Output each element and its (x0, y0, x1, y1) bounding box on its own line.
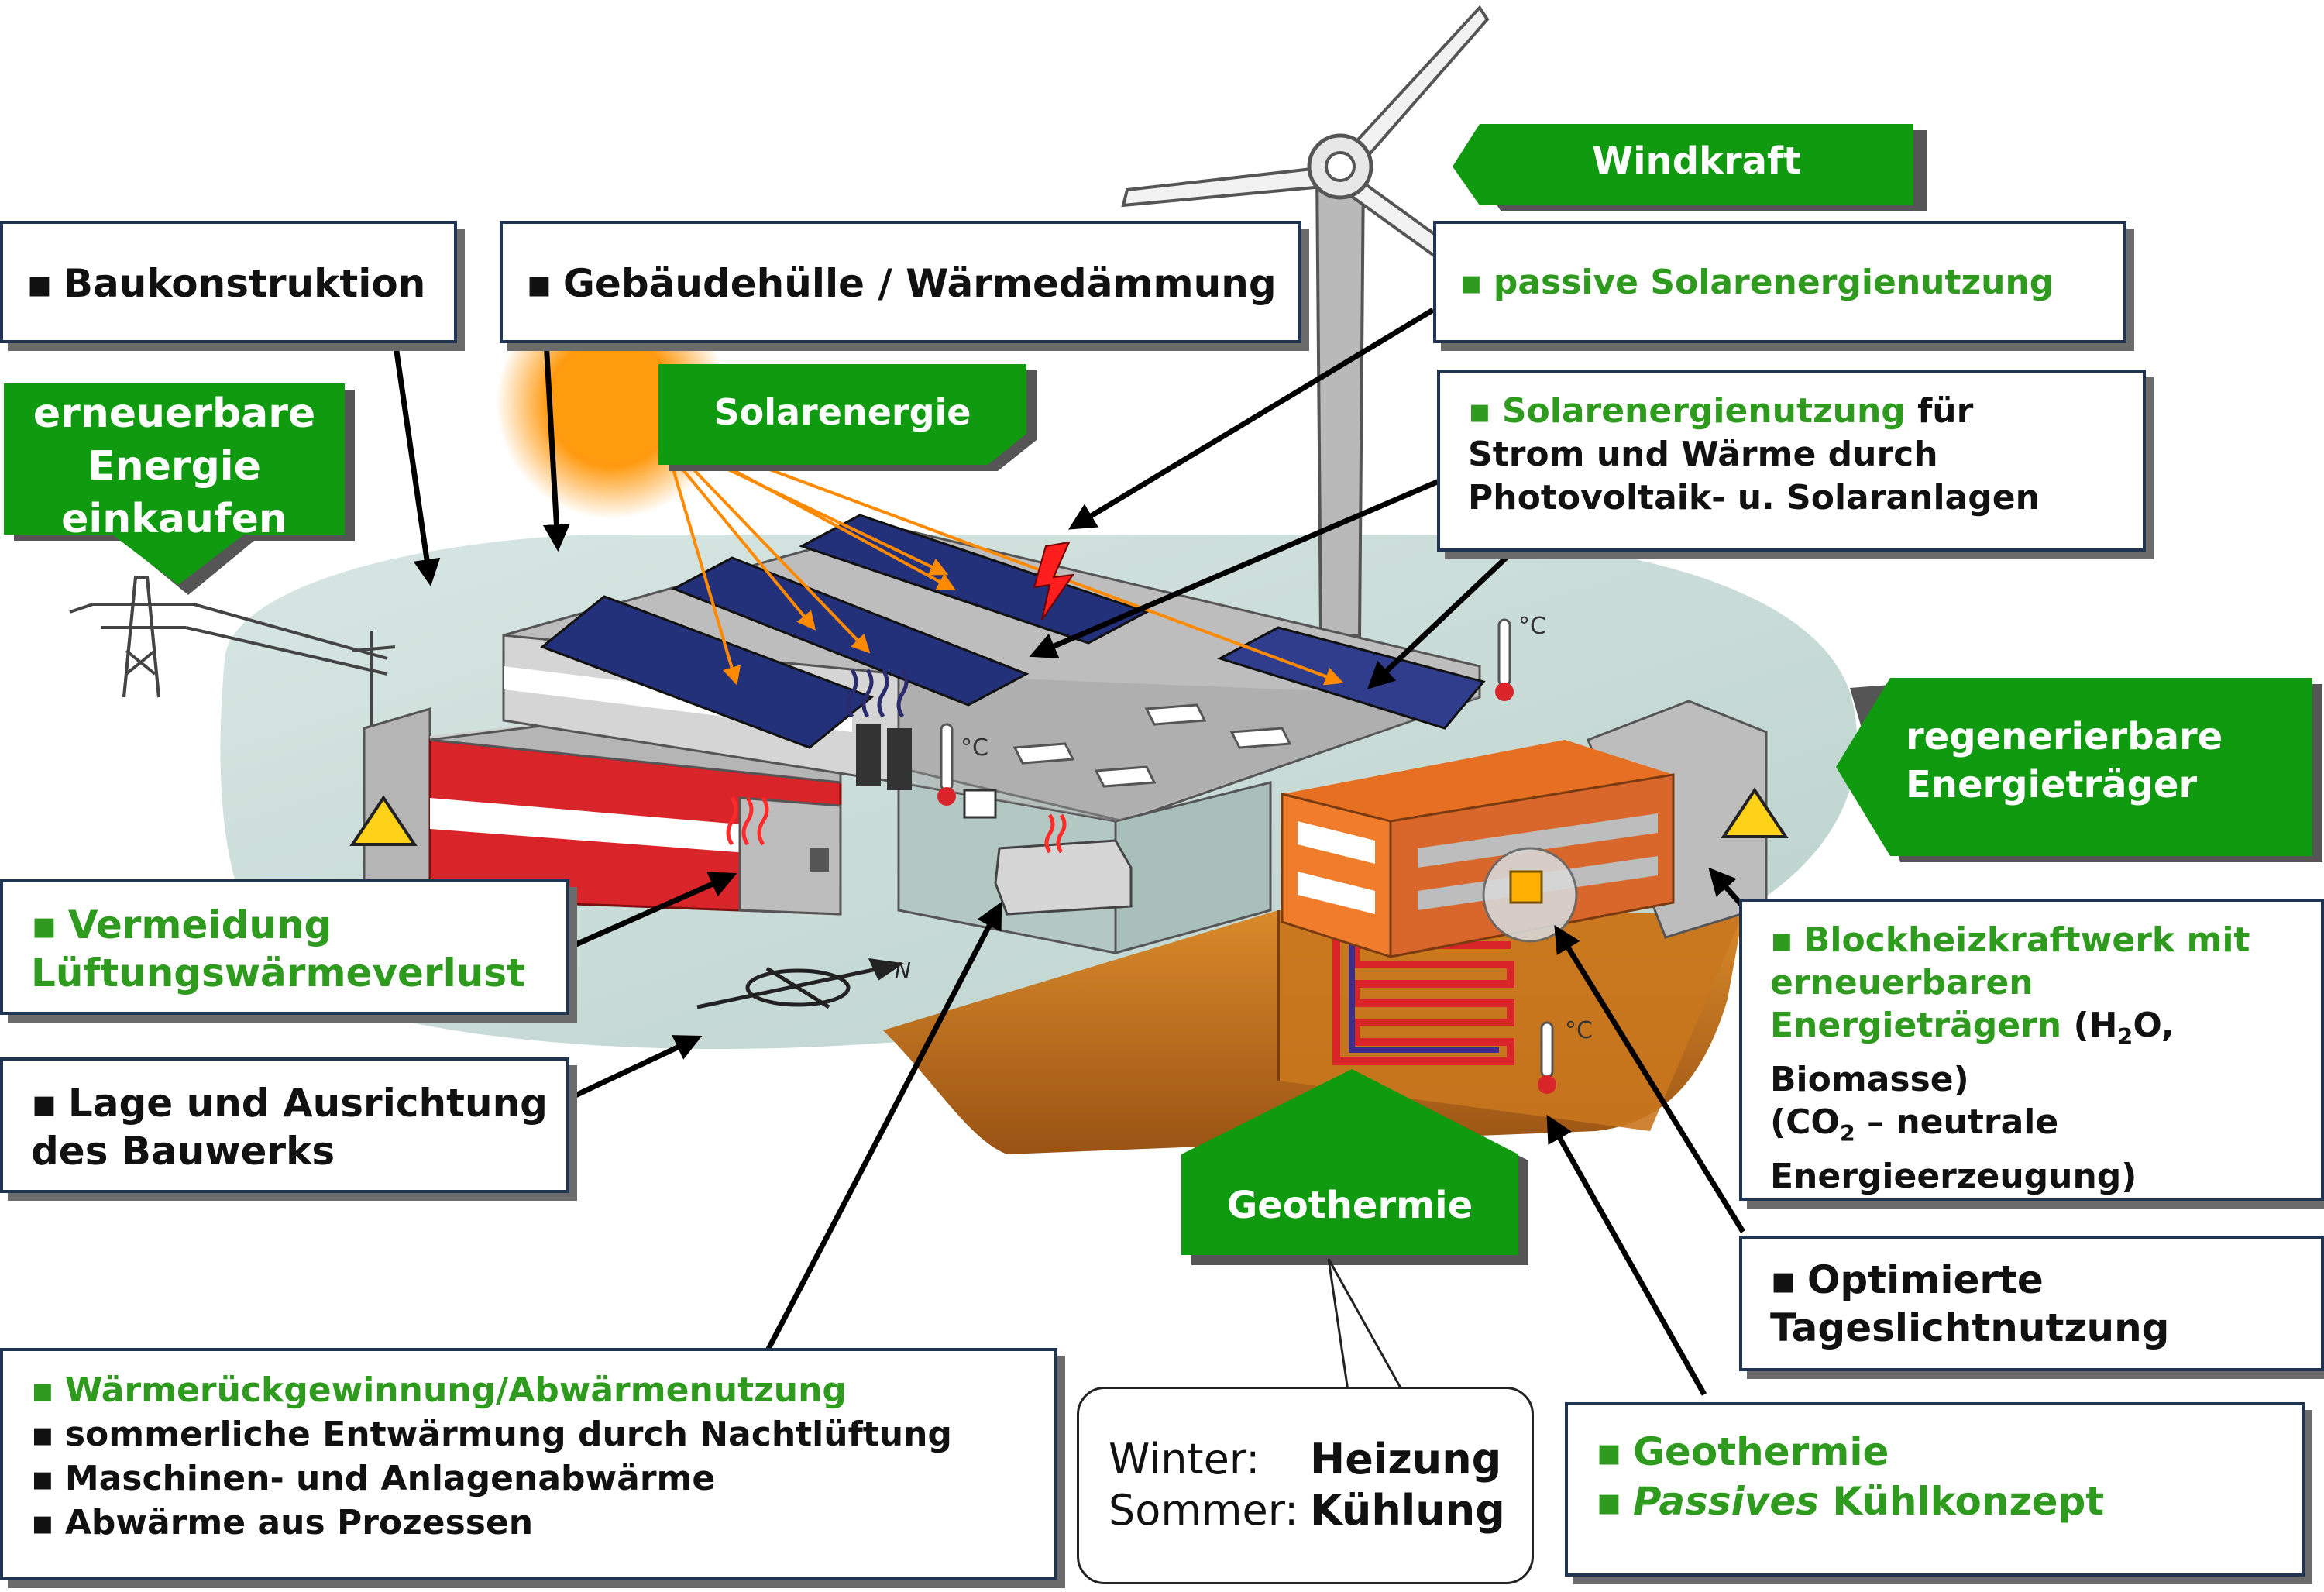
geothermie-label-text: Geothermie (1226, 1184, 1473, 1227)
box-tageslichtnutzung: ▪Optimierte Tageslichtnutzung (1739, 1236, 2324, 1371)
gebaeudehuelle-text: Gebäudehülle / Wärmedämmung (562, 261, 1277, 306)
bhkw-line-1: Blockheizkraftwerk mit (1803, 920, 2250, 960)
green-callouts (4, 124, 2322, 1265)
bullet: ▪ (31, 1503, 54, 1542)
box-waermerueckgewinnung: ▪Wärmerückgewinnung/Abwärmenutzung ▪somm… (0, 1348, 1057, 1580)
box-baukonstruktion: ▪Baukonstruktion (0, 221, 457, 343)
bullet: ▪ (1770, 1257, 1796, 1302)
season-bubble: Winter: Heizung Sommer:Kühlung (1077, 1387, 1534, 1584)
bhkw-h2o-start: (H (2061, 1006, 2118, 1045)
bullet: ▪ (1459, 263, 1483, 302)
lightning-icon (1033, 541, 1075, 621)
bullet: ▪ (1468, 391, 1491, 431)
box-passive-solarenergie: ▪ passive Solarenergienutzung (1433, 221, 2126, 343)
regenerierbar-line-2: Energieträger (1906, 763, 2198, 806)
bubble-tail (1327, 1258, 1404, 1392)
label-windkraft: Windkraft (1480, 139, 1913, 183)
box-solarenergienutzung: ▪Solarenergienutzung für Strom und Wärme… (1437, 370, 2146, 552)
bullet: ▪ (1596, 1479, 1622, 1524)
geo-line-1: Geothermie (1632, 1429, 1889, 1474)
tageslicht-line-1: Optimierte (1807, 1257, 2044, 1302)
baukonstruktion-text: Baukonstruktion (63, 261, 426, 306)
box-vermeidung-lueftungswaermeverlust: ▪Vermeidung Lüftungswärmeverlust (0, 879, 569, 1015)
bullet: ▪ (1770, 920, 1793, 960)
bhkw-h2o-end: O, (2133, 1006, 2174, 1045)
bhkw-h2o-sub: 2 (2117, 1023, 2133, 1050)
box-geothermie-kuehlkonzept: ▪Geothermie ▪Passives Kühlkonzept (1565, 1402, 2305, 1577)
lage-line-2: des Bauwerks (31, 1129, 335, 1174)
bhkw-line-4: Biomasse) (1770, 1059, 1969, 1099)
box-lage-ausrichtung: ▪Lage und Ausrichtung des Bauwerks (0, 1057, 569, 1193)
solar-nutzung-line-3: Photovoltaik- u. Solaranlagen (1468, 478, 2040, 517)
lage-line-1: Lage und Ausrichtung (67, 1081, 548, 1126)
einkaufen-line-1: erneuerbare (33, 390, 316, 437)
label-erneuerbare-energie-einkaufen: erneuerbare Energie einkaufen (4, 387, 345, 545)
bullet: ▪ (1596, 1429, 1622, 1474)
solar-nutzung-line-2: Strom und Wärme durch (1468, 435, 1938, 474)
bullet: ▪ (31, 1459, 54, 1498)
tageslicht-line-2: Tageslichtnutzung (1770, 1305, 2170, 1350)
bhkw-line-6: Energieerzeugung) (1770, 1156, 2137, 1196)
bhkw-co2-end: – neutrale (1855, 1102, 2059, 1142)
bhkw-line-3: Energieträgern (1770, 1006, 2062, 1045)
geo-line-2-italic: Passives (1632, 1479, 1820, 1524)
waerme-line-4: Abwärme aus Prozessen (64, 1503, 534, 1542)
box-blockheizkraftwerk: ▪Blockheizkraftwerk mit erneuerbaren Ene… (1739, 899, 2324, 1201)
bullet: ▪ (31, 903, 57, 947)
bullet: ▪ (31, 1081, 57, 1126)
regenerierbar-line-1: regenerierbare (1906, 715, 2223, 758)
pointer-arrows (392, 308, 1745, 1396)
winter-value: Heizung (1310, 1435, 1502, 1484)
sommer-value: Kühlung (1310, 1486, 1505, 1535)
compass-rose: N (696, 958, 911, 1009)
vermeidung-line-2: Lüftungswärmeverlust (31, 951, 526, 995)
bhkw-line-2: erneuerbaren (1770, 963, 2033, 1002)
box-gebaeudehuelle: ▪Gebäudehülle / Wärmedämmung (500, 221, 1301, 343)
winter-label: Winter: (1109, 1435, 1260, 1484)
bhkw-co2-sub: 2 (1839, 1119, 1855, 1147)
north-label: N (895, 958, 911, 983)
bhkw-co2-start: (CO (1770, 1102, 1840, 1142)
solar-nutzung-green: Solarenergienutzung (1501, 391, 1906, 431)
temperature-unit-roof: °C (1518, 613, 1546, 640)
einkaufen-line-2: Energie (88, 443, 261, 490)
waerme-line-1: Wärmerückgewinnung/Abwärmenutzung (64, 1370, 847, 1410)
geo-line-2-rest: Kühlkonzept (1819, 1479, 2105, 1524)
winter-row: Winter: Heizung (1109, 1434, 1532, 1485)
waerme-line-2: sommerliche Entwärmung durch Nachtlüftun… (64, 1415, 952, 1454)
bullet: ▪ (31, 1370, 54, 1410)
bullet: ▪ (31, 1415, 54, 1454)
heat-waves (726, 669, 1067, 854)
temperature-unit-hall: °C (961, 734, 988, 762)
temperature-unit-earth: °C (1565, 1017, 1593, 1044)
bullet: ▪ (26, 261, 53, 306)
vermeidung-line-1: Vermeidung (67, 903, 332, 947)
sommer-label: Sommer: (1109, 1486, 1299, 1535)
windkraft-text: Windkraft (1592, 139, 1801, 183)
sommer-row: Sommer:Kühlung (1109, 1485, 1532, 1536)
label-geothermie: Geothermie (1181, 1184, 1518, 1227)
einkaufen-line-3: einkaufen (61, 496, 287, 542)
waerme-line-3: Maschinen- und Anlagenabwärme (64, 1459, 716, 1498)
label-regenerierbare-energietraeger: regenerierbare Energieträger (1906, 713, 2309, 809)
solar-nutzung-rest: für (1905, 391, 1974, 431)
earth-section: °C (883, 910, 1743, 1154)
solarenergie-text: Solarenergie (713, 391, 971, 433)
label-solarenergie: Solarenergie (658, 391, 1026, 433)
passive-solar-text: passive Solarenergienutzung (1493, 263, 2054, 302)
orange-building (1281, 700, 1789, 959)
bullet: ▪ (526, 261, 552, 306)
power-pylon (69, 576, 396, 744)
